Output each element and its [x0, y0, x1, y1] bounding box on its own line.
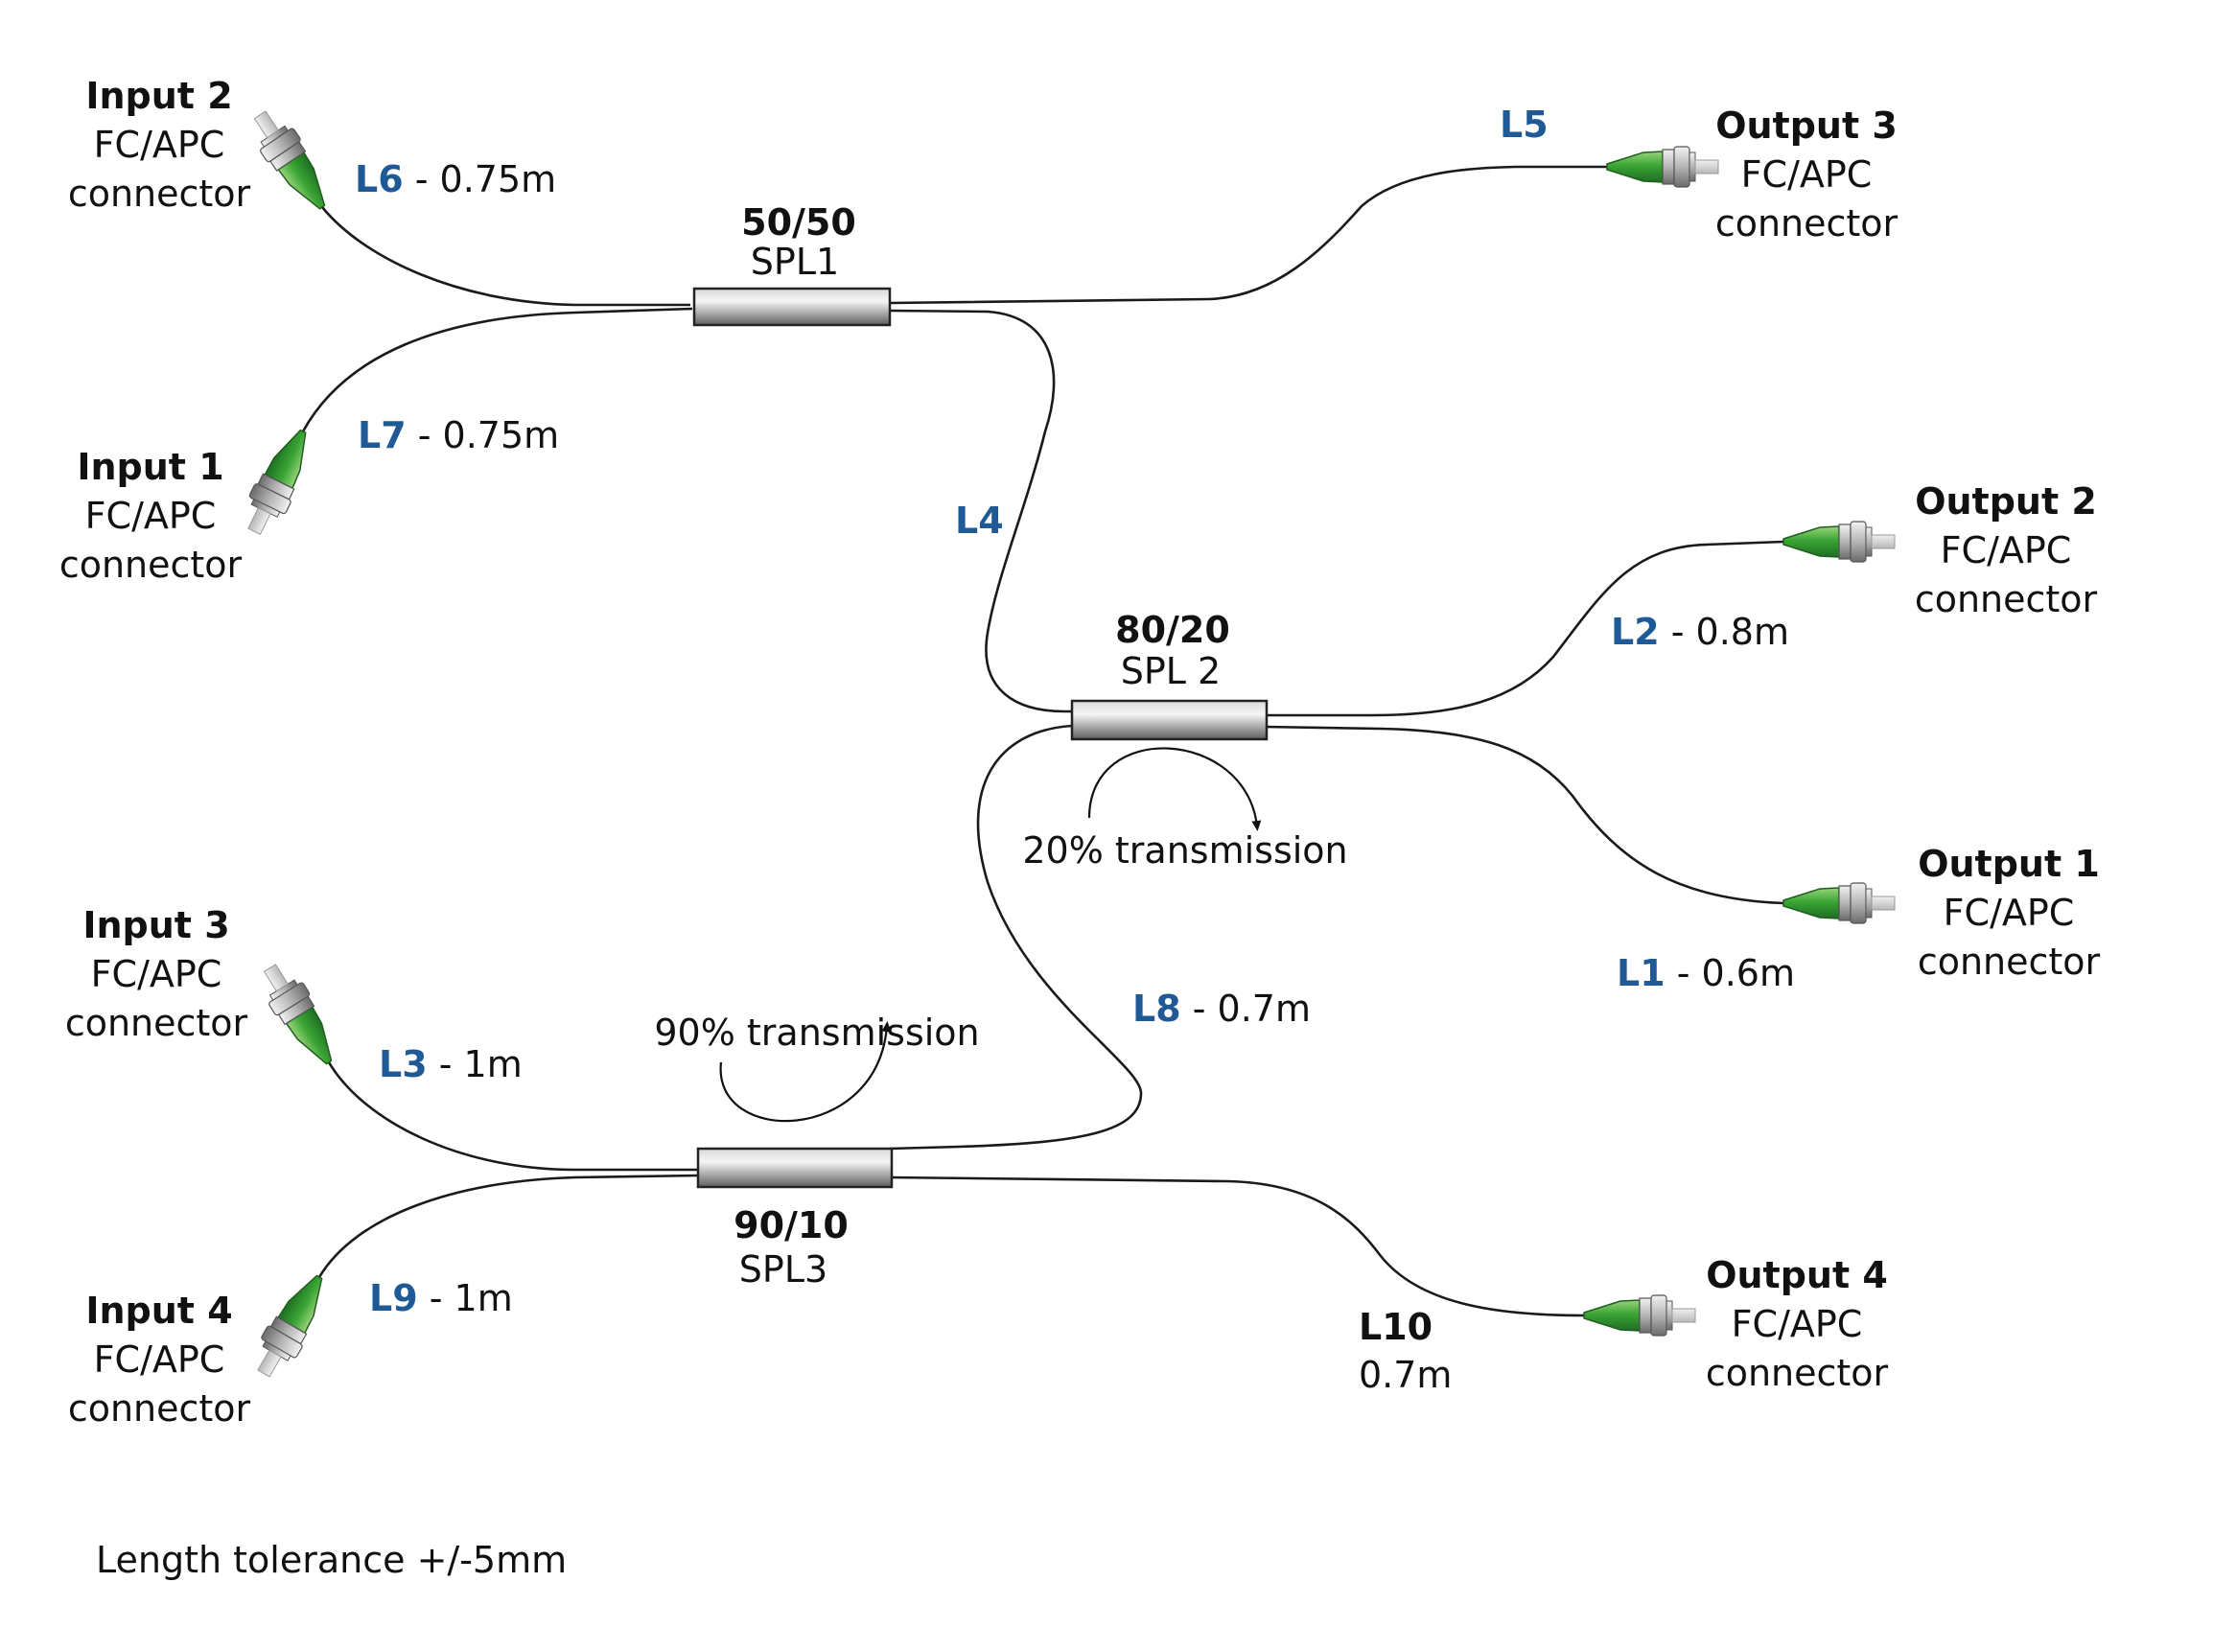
- connector-input2-icon: [242, 103, 340, 220]
- fiber-l7-label: L7 - 0.75m: [358, 414, 559, 456]
- fiber-l5: [889, 165, 1607, 305]
- fiber-l1-id: L1: [1617, 952, 1666, 994]
- input2-type: FC/APC: [94, 124, 225, 166]
- output1-sub: connector: [1918, 941, 2101, 983]
- output4-sub: connector: [1706, 1352, 1889, 1394]
- input2-sub: connector: [68, 173, 251, 215]
- output4-type: FC/APC: [1732, 1303, 1863, 1345]
- spl2-note: 20% transmission: [1022, 829, 1347, 872]
- output1-title: Output 1: [1918, 843, 2100, 885]
- input3-type: FC/APC: [91, 953, 222, 995]
- input3-title: Input 3: [82, 904, 229, 946]
- splitter-spl3-body: [696, 1147, 894, 1189]
- spl3-ratio: 90/10: [734, 1204, 849, 1246]
- fiber-l7: [301, 307, 693, 432]
- connector-input4-icon: [245, 1266, 338, 1384]
- fiber-l1: [1263, 725, 1784, 905]
- fiber-l9-length: - 1m: [418, 1277, 513, 1319]
- connector-output4-icon: [1583, 1294, 1696, 1337]
- fiber-l6: [320, 206, 690, 307]
- output2-sub: connector: [1915, 578, 2098, 620]
- output4-title: Output 4: [1706, 1254, 1888, 1296]
- spl3-name: SPL3: [739, 1248, 827, 1291]
- connector-output1-icon: [1782, 882, 1896, 924]
- input1-sub: connector: [59, 544, 243, 586]
- fiber-l3: [327, 1061, 698, 1172]
- splitter-spl1-body: [692, 287, 892, 327]
- fiber-l5-id: L5: [1500, 104, 1549, 146]
- fiber-l8: [889, 724, 1143, 1151]
- fiber-l4-label: L4: [955, 500, 1004, 542]
- fiber-l6-label: L6 - 0.75m: [355, 158, 556, 200]
- spl1-ratio: 50/50: [741, 201, 856, 244]
- connector-output3-icon: [1606, 146, 1719, 188]
- fiber-l2-label: L2 - 0.8m: [1611, 611, 1789, 653]
- output1-type: FC/APC: [1944, 892, 2075, 934]
- fiber-l2: [1264, 540, 1784, 717]
- fiber-l9: [317, 1174, 699, 1278]
- fiber-l2-length: - 0.8m: [1660, 611, 1789, 653]
- fiber-l9-id: L9: [369, 1277, 418, 1319]
- fiber-l3-label: L3 - 1m: [379, 1043, 523, 1085]
- fiber-l10-length: 0.7m: [1359, 1354, 1452, 1396]
- input3-sub: connector: [65, 1002, 248, 1044]
- fiber-l8-id: L8: [1132, 988, 1181, 1030]
- fiber-l1-label: L1 - 0.6m: [1617, 952, 1795, 994]
- connector-input1-icon: [235, 422, 322, 542]
- input2-title: Input 2: [85, 75, 232, 117]
- fiber-l8-length: - 0.7m: [1181, 988, 1311, 1030]
- output2-type: FC/APC: [1941, 529, 2072, 571]
- fiber-l1-length: - 0.6m: [1666, 952, 1795, 994]
- output3-sub: connector: [1715, 202, 1899, 244]
- output3-title: Output 3: [1715, 105, 1898, 147]
- spl2-ratio: 80/20: [1115, 609, 1230, 651]
- spl2-name: SPL 2: [1121, 650, 1221, 692]
- output3-type: FC/APC: [1741, 153, 1873, 196]
- input4-sub: connector: [68, 1387, 251, 1430]
- splitter-spl2-body: [1070, 699, 1269, 741]
- transmission-arrow-spl2-icon: [1087, 747, 1262, 831]
- input1-type: FC/APC: [85, 495, 217, 537]
- fiber-l8-label: L8 - 0.7m: [1132, 988, 1311, 1030]
- transmission-arrow-spl3-icon: [719, 1021, 892, 1123]
- input4-type: FC/APC: [94, 1338, 225, 1381]
- fiber-l7-length: - 0.75m: [407, 414, 560, 456]
- fiber-l5-label: L5: [1500, 104, 1549, 146]
- connector-output2-icon: [1782, 521, 1896, 563]
- input4-title: Input 4: [85, 1290, 232, 1332]
- fiber-l6-length: - 0.75m: [404, 158, 557, 200]
- fiber-l2-id: L2: [1611, 611, 1660, 653]
- connector-input3-icon: [251, 956, 347, 1074]
- spl3-note: 90% transmission: [654, 1012, 979, 1054]
- fiber-l7-id: L7: [358, 414, 407, 456]
- output2-title: Output 2: [1915, 480, 2097, 523]
- fiber-l10: [889, 1175, 1585, 1317]
- fiber-l9-label: L9 - 1m: [369, 1277, 513, 1319]
- fiber-l10-id: L10: [1359, 1306, 1433, 1348]
- spl1-name: SPL1: [751, 241, 839, 283]
- fiber-l4: [889, 309, 1074, 713]
- length-tolerance-note: Length tolerance +/-5mm: [96, 1539, 567, 1581]
- input1-title: Input 1: [77, 446, 223, 488]
- fiber-l3-id: L3: [379, 1043, 428, 1085]
- fiber-l4-id: L4: [955, 500, 1004, 542]
- fiber-l6-id: L6: [355, 158, 404, 200]
- fiber-l3-length: - 1m: [428, 1043, 523, 1085]
